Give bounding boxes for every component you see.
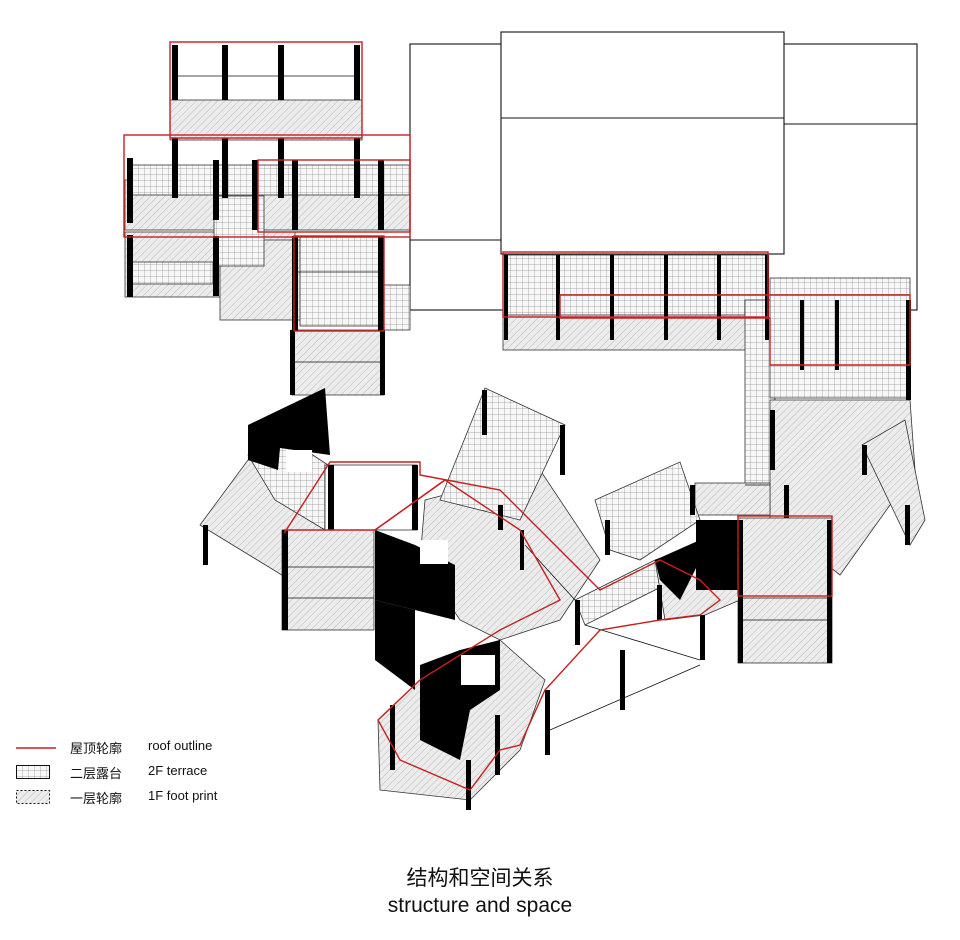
- legend-item-roof-outline: 屋顶轮廓 roof outline: [14, 736, 314, 761]
- legend-label-cn: 一层轮廓: [70, 792, 123, 807]
- roof-outlines: [123, 41, 911, 791]
- terrace-nw-e: [127, 261, 214, 285]
- legend-item-1f-footprint: 一层轮廓 1F foot print: [14, 786, 314, 811]
- roof-outline-swatch: [16, 747, 56, 749]
- caption-title-en: structure and space: [387, 894, 573, 917]
- footprint-hatch-swatch: [16, 790, 50, 804]
- footprint-central-sw: [281, 529, 375, 631]
- terrace-grid-swatch: [16, 765, 50, 779]
- legend: 屋顶轮廓 roof outline 二层露台 2F terrace 一层轮廓 1…: [14, 736, 314, 811]
- legend-item-2f-terrace: 二层露台 2F terrace: [14, 761, 314, 786]
- footprint-nw-e: [291, 329, 385, 396]
- legend-label-en: 2F terrace: [148, 763, 208, 778]
- footprint-central-mid: [324, 464, 418, 531]
- northwest-cluster: [124, 45, 411, 396]
- legend-label-cn: 屋顶轮廓: [70, 742, 123, 757]
- northeast-cluster: [502, 254, 926, 576]
- legend-label-en: 1F foot print: [148, 788, 218, 803]
- footprint-east-pavilion: [737, 517, 833, 664]
- terrace-nw-c: [299, 235, 385, 327]
- terrace-ne-a: [502, 254, 769, 316]
- caption-title-cn: 结构和空间关系: [406, 866, 554, 890]
- terrace-ne-b: [769, 277, 911, 399]
- terrace-nw-d: [383, 284, 411, 331]
- footprint-ne-entry: [694, 482, 771, 516]
- central-cluster: [199, 387, 833, 810]
- legend-label-cn: 二层露台: [70, 767, 123, 782]
- terrace-east-pavilion: [594, 461, 701, 561]
- footprint-nw-a: [169, 99, 363, 141]
- legend-label-en: roof outline: [148, 738, 213, 753]
